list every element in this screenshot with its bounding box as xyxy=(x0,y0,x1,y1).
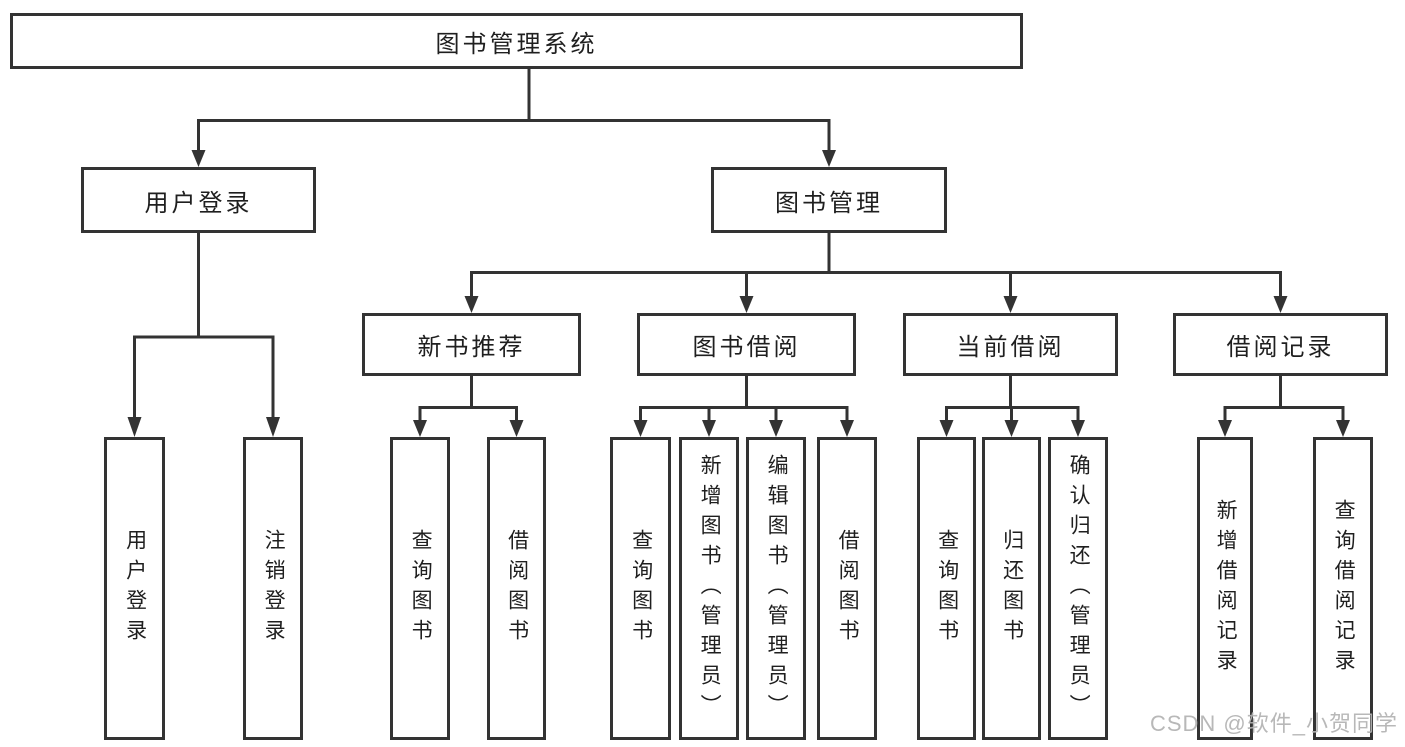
arrowhead-to-book-management xyxy=(822,150,836,167)
arrowhead-to-book-borrow xyxy=(739,296,754,313)
node-leaf-query-books-borrow-label: 查询图书 xyxy=(629,528,653,649)
node-leaf-add-books-admin: 新增图书（管理员） xyxy=(679,437,739,740)
node-book-borrow-label: 图书借阅 xyxy=(692,334,801,361)
node-new-book-recommend: 新书推荐 xyxy=(362,313,581,376)
node-leaf-return-books: 归还图书 xyxy=(982,437,1041,740)
node-book-management: 图书管理 xyxy=(711,167,947,233)
node-current-borrow: 当前借阅 xyxy=(903,313,1118,376)
node-leaf-user-login-label: 用户登录 xyxy=(123,528,147,649)
edge-current-borrow-to-leaves xyxy=(939,376,1085,437)
node-borrow-records: 借阅记录 xyxy=(1173,313,1388,376)
csdn-watermark: CSDN @软件_小贺同学 xyxy=(1149,711,1398,736)
node-leaf-logout: 注销登录 xyxy=(243,437,303,740)
edge-book-borrow-to-leaves xyxy=(633,376,854,437)
node-book-borrow: 图书借阅 xyxy=(637,313,856,376)
node-library-system-label: 图书管理系统 xyxy=(435,30,598,58)
edge-root-to-level2 xyxy=(191,68,836,167)
arrowhead-to-new-book-recommend xyxy=(464,296,479,313)
node-leaf-borrow-books-label: 借阅图书 xyxy=(836,528,860,649)
node-leaf-query-borrow-record: 查询借阅记录 xyxy=(1313,437,1373,740)
node-new-book-recommend-label: 新书推荐 xyxy=(417,334,526,361)
node-leaf-user-login: 用户登录 xyxy=(104,437,165,740)
node-leaf-query-books-current-label: 查询图书 xyxy=(935,528,959,649)
node-user-login-label: 用户登录 xyxy=(144,189,253,217)
node-leaf-query-books-borrow: 查询图书 xyxy=(610,437,671,740)
node-current-borrow-label: 当前借阅 xyxy=(956,334,1065,361)
node-leaf-query-borrow-record-label: 查询借阅记录 xyxy=(1332,498,1356,679)
node-leaf-edit-books-admin: 编辑图书（管理员） xyxy=(746,437,806,740)
node-leaf-add-borrow-record-label: 新增借阅记录 xyxy=(1214,498,1238,679)
node-leaf-borrow-books: 借阅图书 xyxy=(817,437,877,740)
node-leaf-add-borrow-record: 新增借阅记录 xyxy=(1197,437,1253,740)
node-leaf-confirm-return-admin: 确认归还（管理员） xyxy=(1048,437,1108,740)
node-library-system: 图书管理系统 xyxy=(10,13,1023,69)
arrowhead-to-leaf-logout xyxy=(266,417,280,437)
node-leaf-return-books-label: 归还图书 xyxy=(1000,528,1024,649)
node-leaf-query-books-recommend-label: 查询图书 xyxy=(409,528,433,649)
node-leaf-logout-label: 注销登录 xyxy=(262,528,286,649)
node-leaf-query-books-current: 查询图书 xyxy=(917,437,976,740)
edge-new-book-recommend-to-leaves xyxy=(413,376,524,437)
arrowhead-to-current-borrow xyxy=(1003,296,1018,313)
edge-user-login-to-leaves xyxy=(127,232,280,437)
node-leaf-add-books-admin-label: 新增图书（管理员） xyxy=(698,453,722,724)
node-leaf-borrow-books-recommend-label: 借阅图书 xyxy=(505,528,529,649)
arrowhead-to-borrow-records xyxy=(1273,296,1288,313)
node-leaf-confirm-return-admin-label: 确认归还（管理员） xyxy=(1067,453,1091,724)
edge-borrow-records-to-leaves xyxy=(1218,376,1350,437)
node-leaf-borrow-books-recommend: 借阅图书 xyxy=(487,437,546,740)
node-book-management-label: 图书管理 xyxy=(775,189,883,217)
arrowhead-to-leaf-user-login xyxy=(127,417,142,437)
node-borrow-records-label: 借阅记录 xyxy=(1226,334,1335,361)
node-leaf-query-books-recommend: 查询图书 xyxy=(390,437,450,740)
node-user-login: 用户登录 xyxy=(81,167,316,233)
edge-book-management-to-level3 xyxy=(464,233,1288,313)
arrowhead-to-user-login xyxy=(191,150,206,167)
node-leaf-edit-books-admin-label: 编辑图书（管理员） xyxy=(765,453,789,724)
